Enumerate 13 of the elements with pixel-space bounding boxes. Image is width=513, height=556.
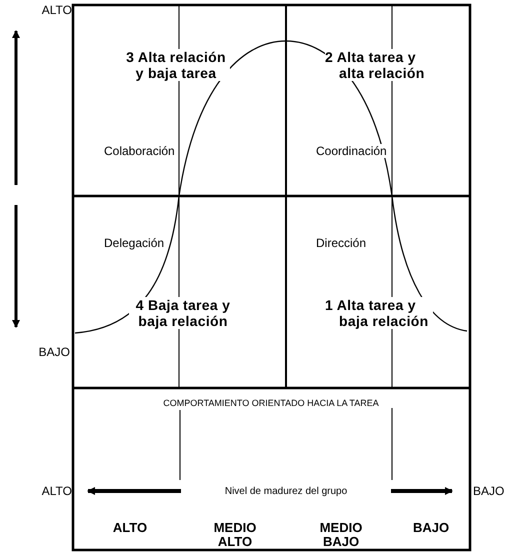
axis-label: ALTO	[42, 3, 72, 17]
leadership-style-label: Delegación	[104, 236, 164, 250]
leadership-style-label: Coordinación	[316, 144, 387, 158]
leadership-style-label: Dirección	[316, 236, 366, 250]
maturity-level: BAJO	[412, 521, 450, 535]
axis-label: BAJO	[473, 484, 504, 498]
maturity-level: ALTO	[112, 521, 148, 535]
maturity-level: MEDIO BAJO	[318, 521, 364, 549]
axis-label: ALTO	[42, 484, 72, 498]
axis-label: BAJO	[38, 345, 70, 359]
maturity-level: MEDIO ALTO	[212, 521, 258, 549]
quadrant-heading: 1 Alta tarea y baja relación	[325, 297, 433, 329]
leadership-style-label: Colaboración	[104, 144, 175, 158]
